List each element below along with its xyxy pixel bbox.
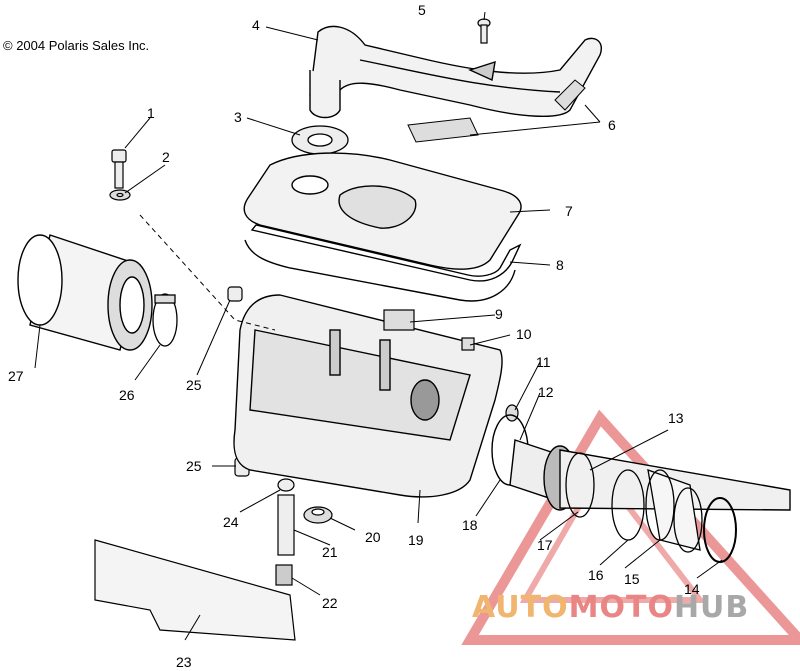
boot-15: [645, 469, 703, 553]
callout-1: 1: [147, 105, 155, 121]
watermark-triangle: [461, 409, 800, 645]
callout-27: 27: [8, 368, 24, 384]
callout-23: 23: [176, 654, 192, 670]
watermark-part-moto: MOTO: [568, 590, 674, 625]
callout-3: 3: [234, 109, 242, 125]
callout-7: 7: [565, 203, 573, 219]
callout-25b: 25: [186, 458, 202, 474]
callout-15: 15: [624, 571, 640, 587]
clip-9: [383, 309, 415, 331]
callout-26: 26: [119, 387, 135, 403]
callout-6: 6: [608, 117, 616, 133]
drain-tube-21: [277, 494, 295, 556]
drain-plug-22: [275, 564, 293, 586]
intake-duct: [309, 25, 602, 119]
airbox-base-19: [233, 294, 503, 498]
bolt-1: [111, 149, 127, 189]
air-filter-27: [17, 234, 153, 351]
watermark-part-hub: HUB: [673, 590, 750, 625]
callout-16: 16: [588, 567, 604, 583]
callout-13: 13: [668, 410, 684, 426]
callout-24: 24: [223, 514, 239, 530]
leader-lines: [34, 11, 723, 641]
callout-2: 2: [162, 149, 170, 165]
callout-19: 19: [408, 532, 424, 548]
watermark-logo: AUTOMOTOHUB: [472, 590, 749, 625]
callout-4: 4: [252, 17, 260, 33]
callout-5: 5: [418, 2, 426, 18]
pads-6: [407, 79, 586, 143]
grommet-3: [291, 125, 349, 155]
pad-23: [94, 539, 296, 641]
callout-10: 10: [516, 326, 532, 342]
clamp-24: [277, 478, 295, 492]
clamp-26: [152, 293, 178, 347]
plug-25a: [227, 286, 243, 302]
callout-12: 12: [538, 384, 554, 400]
watermark-part-auto: AUTO: [472, 590, 569, 625]
callout-25a: 25: [186, 377, 202, 393]
callout-11: 11: [536, 354, 551, 370]
callout-17: 17: [537, 537, 553, 553]
callout-22: 22: [322, 595, 338, 611]
callout-9: 9: [495, 306, 503, 322]
callout-14: 14: [684, 581, 700, 597]
callout-21: 21: [322, 544, 338, 560]
airbox-lid-7: [243, 152, 522, 270]
ring-17: [565, 452, 595, 518]
copyright-text: © 2004 Polaris Sales Inc.: [3, 38, 150, 53]
screw-5: [477, 18, 491, 44]
grommet-20: [303, 506, 333, 524]
callout-8: 8: [556, 257, 564, 273]
callout-20: 20: [365, 529, 381, 545]
gasket-8: [244, 224, 522, 302]
callout-18: 18: [462, 517, 478, 533]
